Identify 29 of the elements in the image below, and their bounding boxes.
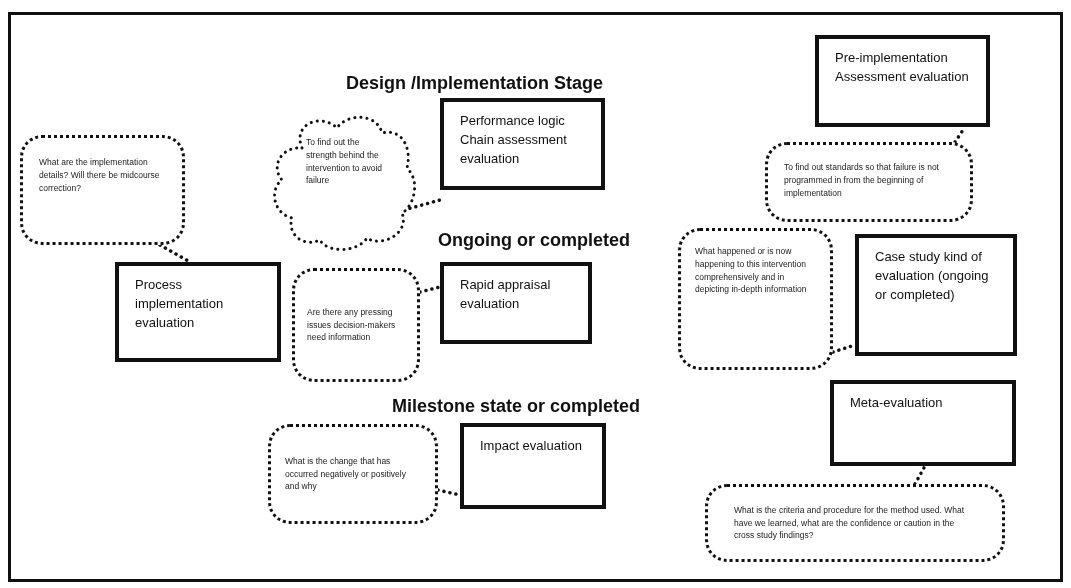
callout-text: To find out standards so that failure is not programmed in from the beginning of implementation [784,161,940,200]
evaluation-box [855,234,1017,356]
stage-heading: Design /Implementation Stage [344,73,606,94]
callout-text: What happened or is now happening to this intervention comprehensively and in depicting in-depth information [695,245,808,296]
box-label: Process implementation evaluation [135,276,225,332]
speech-callout [678,228,833,370]
evaluation-box [115,262,281,362]
evaluation-box [440,262,592,344]
box-label: Impact evaluation [480,437,583,455]
speech-callout [20,135,185,245]
evaluation-box [440,98,605,190]
callout-text: What is the change that has occurred negatively or positively and why [285,454,407,494]
callout-text: What are the implementation details? Will there be midcourse correction? [39,156,161,195]
evaluation-box [460,423,606,509]
evaluation-box [815,35,990,127]
box-label: Pre-implementation Assessment evaluation [835,49,970,86]
box-label: Performance logic Chain assessment evaluation [460,112,568,168]
speech-callout [765,142,973,222]
box-label: Meta-evaluation [850,394,944,412]
speech-callout [268,424,438,524]
callout-text: Are there any pressing issues decision-makers need information [307,305,397,345]
speech-callout [292,268,420,382]
speech-callout [705,484,1005,562]
evaluation-box [830,380,1016,466]
box-label: Case study kind of evaluation (ongoing or completed) [875,248,990,304]
stage-heading: Ongoing or completed [436,230,632,251]
box-label: Rapid appraisal evaluation [460,276,552,313]
callout-text: What is the criteria and procedure for the method used. What have we learned, what are the confidence or caution in the cross study findings? [734,503,966,543]
callout-text: To find out the strength behind the intervention to avoid failure [306,136,384,187]
